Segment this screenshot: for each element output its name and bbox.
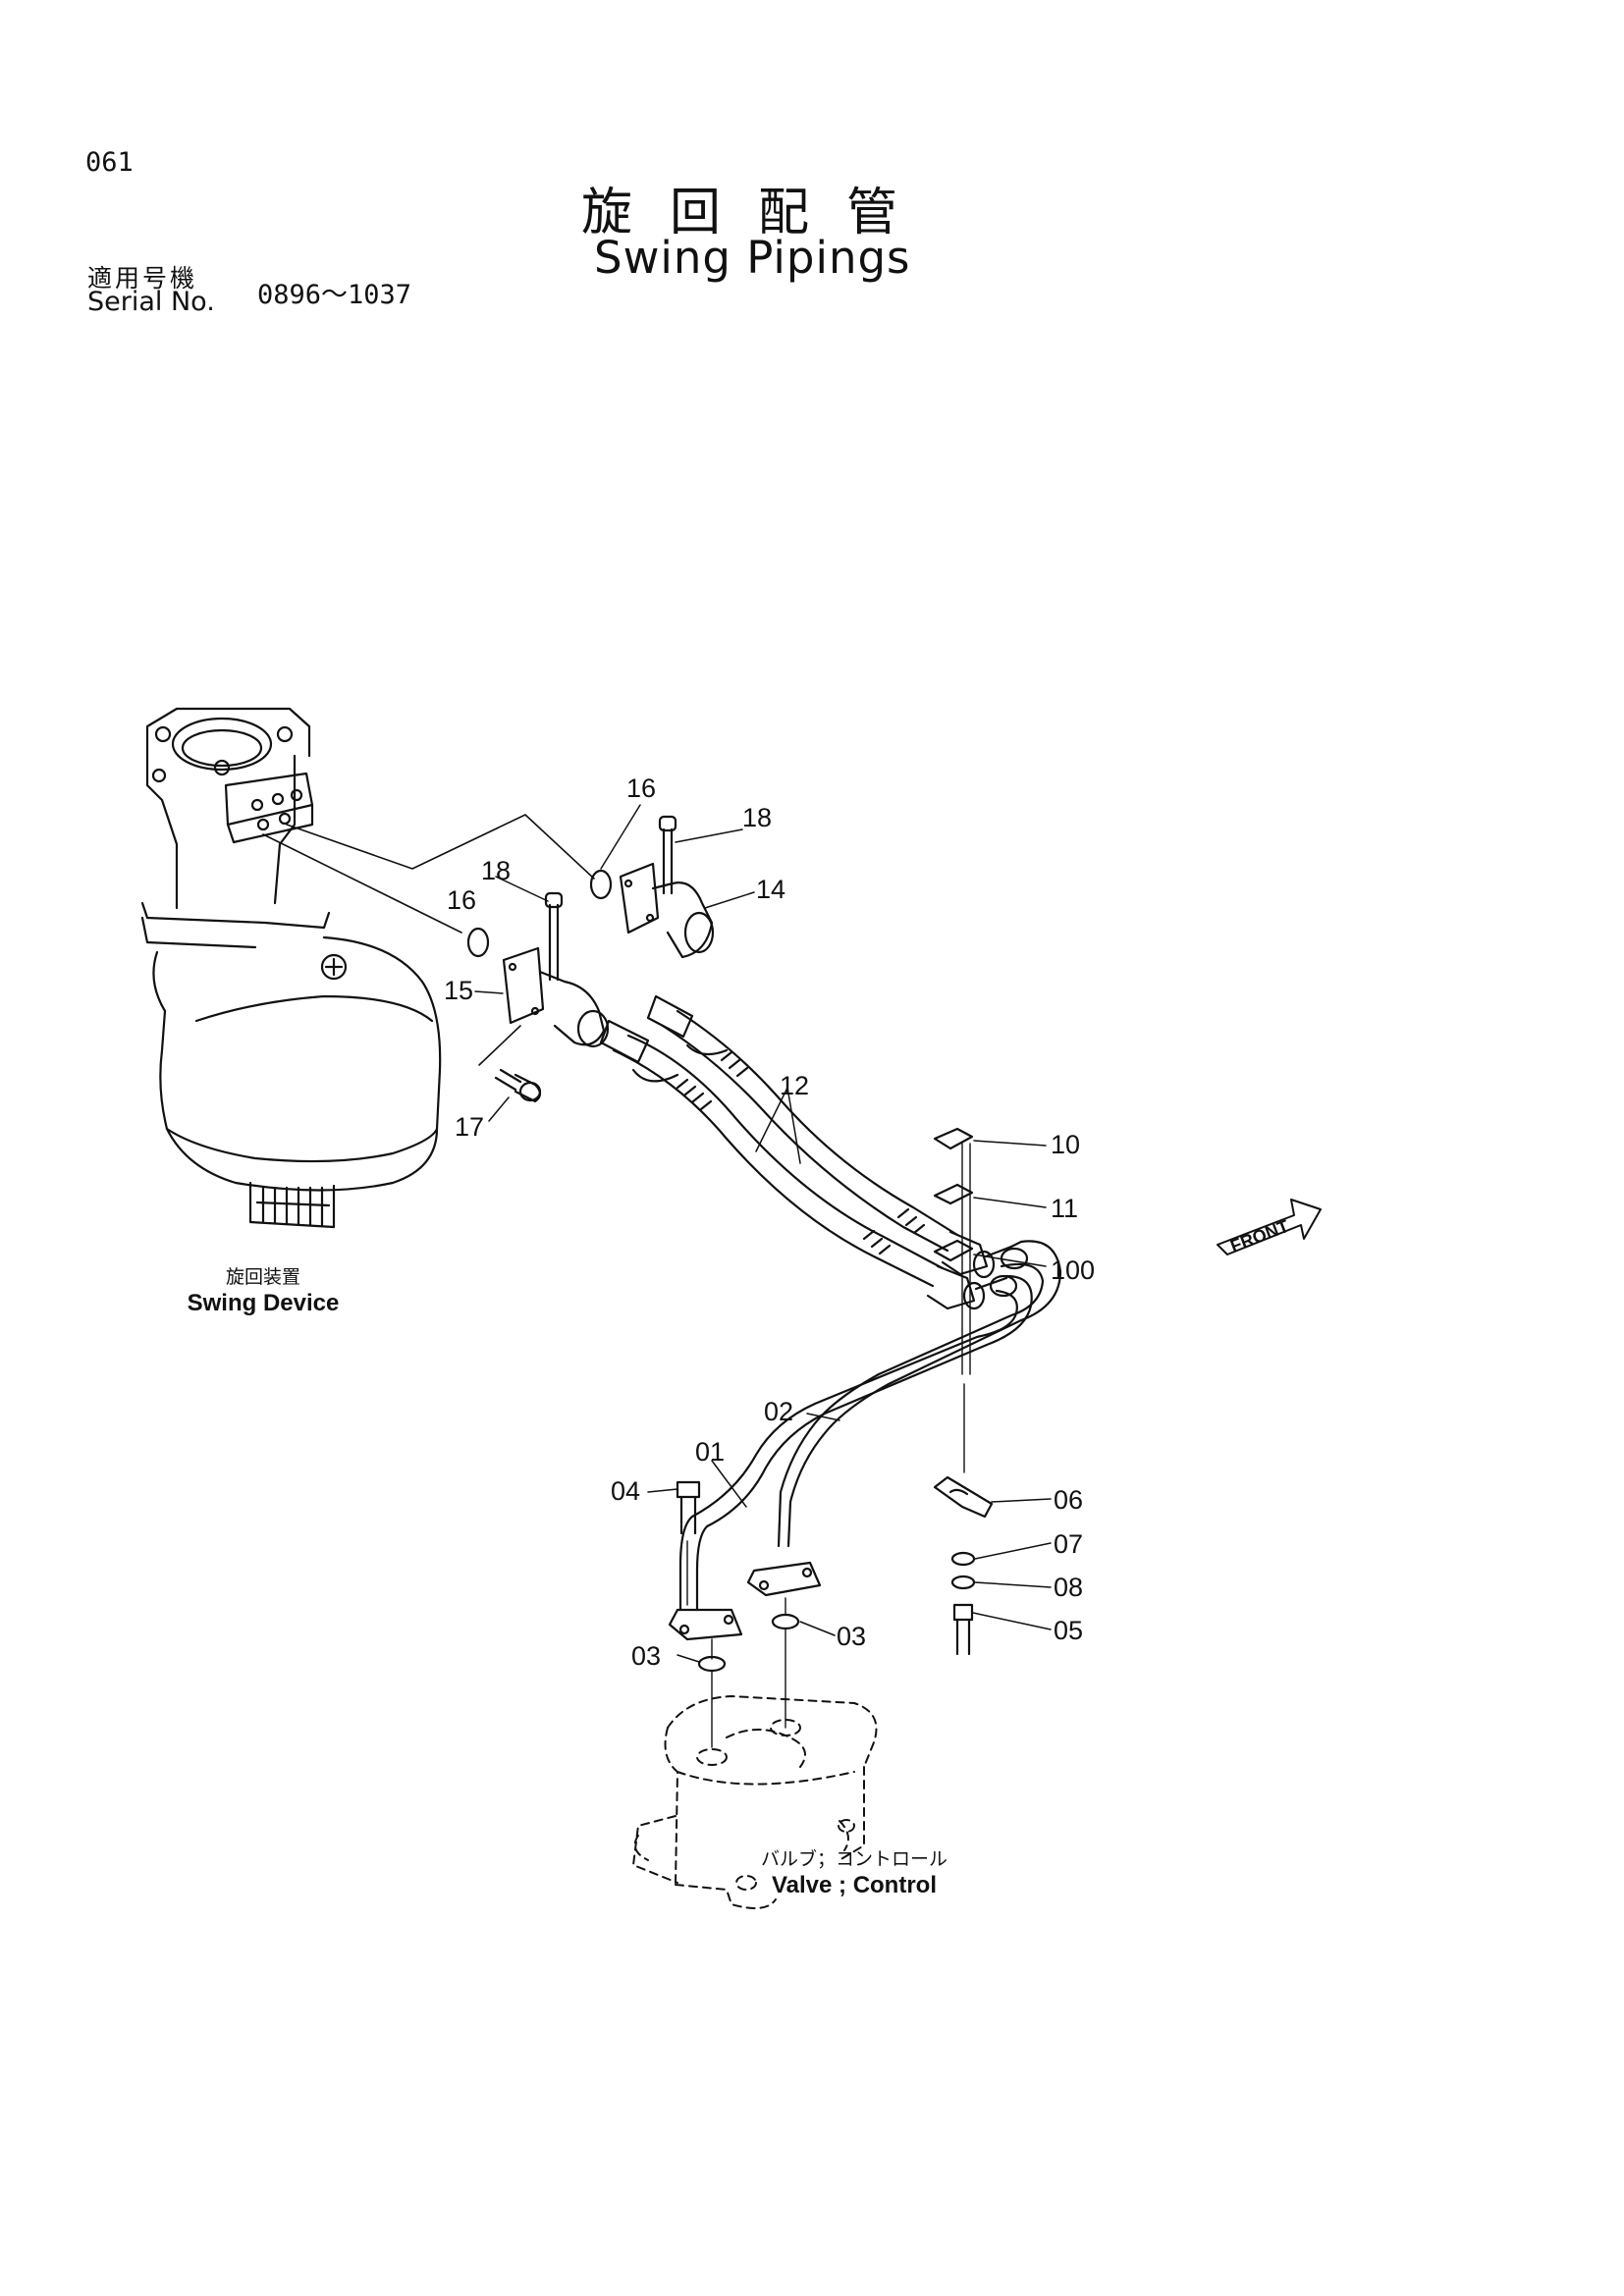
elbow-fitting-15 (502, 891, 610, 1048)
serial-range: 0896～1037 (257, 280, 412, 310)
o-ring (466, 927, 490, 958)
callout-02: 02 (764, 1397, 793, 1426)
control-valve-label-japanese: バルブ；コントロール (761, 1847, 947, 1870)
front-direction-marker: FRONT (1217, 1199, 1322, 1256)
callout-18-lower: 18 (481, 856, 511, 885)
front-label: FRONT (1227, 1216, 1291, 1256)
bolt-17 (478, 1025, 542, 1103)
clamp-plates (933, 1127, 974, 1375)
callout-07: 07 (1054, 1529, 1083, 1559)
callout-16-upper: 16 (626, 774, 656, 803)
o-ring-03 (771, 1613, 800, 1630)
swing-device-label-english: Swing Device (188, 1290, 340, 1316)
callout-12: 12 (780, 1071, 809, 1100)
callout-15: 15 (444, 976, 473, 1005)
control-valve-label-english: Valve ; Control (772, 1872, 937, 1898)
bolt-04 (676, 1480, 701, 1606)
serial-label-japanese: 適用号機 (87, 264, 198, 293)
o-ring (589, 869, 613, 900)
callout-leaders (474, 804, 1052, 1663)
callout-04: 04 (611, 1476, 640, 1506)
callout-03-right: 03 (837, 1622, 866, 1651)
callout-100: 100 (1051, 1255, 1095, 1285)
callout-05: 05 (1054, 1616, 1083, 1645)
callout-17: 17 (455, 1112, 484, 1142)
steel-pipes (668, 1240, 1062, 1641)
callout-16-lower: 16 (447, 885, 476, 915)
clamp-06 (933, 1383, 994, 1656)
callout-14: 14 (756, 875, 785, 904)
hoses-12 (599, 994, 1013, 1310)
swing-device (140, 707, 442, 1229)
callout-06: 06 (1054, 1485, 1083, 1515)
callout-08: 08 (1054, 1573, 1083, 1602)
title-japanese: 旋回配管 (581, 184, 936, 242)
control-valve (632, 1695, 878, 1909)
callout-03-left: 03 (631, 1641, 661, 1671)
callout-01: 01 (695, 1437, 725, 1467)
callout-11: 11 (1051, 1194, 1078, 1223)
title-english: Swing Pipings (594, 232, 911, 284)
callout-18-upper: 18 (742, 803, 772, 832)
elbow-fitting-14 (619, 815, 715, 959)
callout-10: 10 (1051, 1130, 1080, 1159)
serial-label-english: Serial No. (87, 287, 215, 317)
swing-device-label-japanese: 旋回装置 (226, 1266, 300, 1288)
page-number: 061 (85, 147, 134, 178)
